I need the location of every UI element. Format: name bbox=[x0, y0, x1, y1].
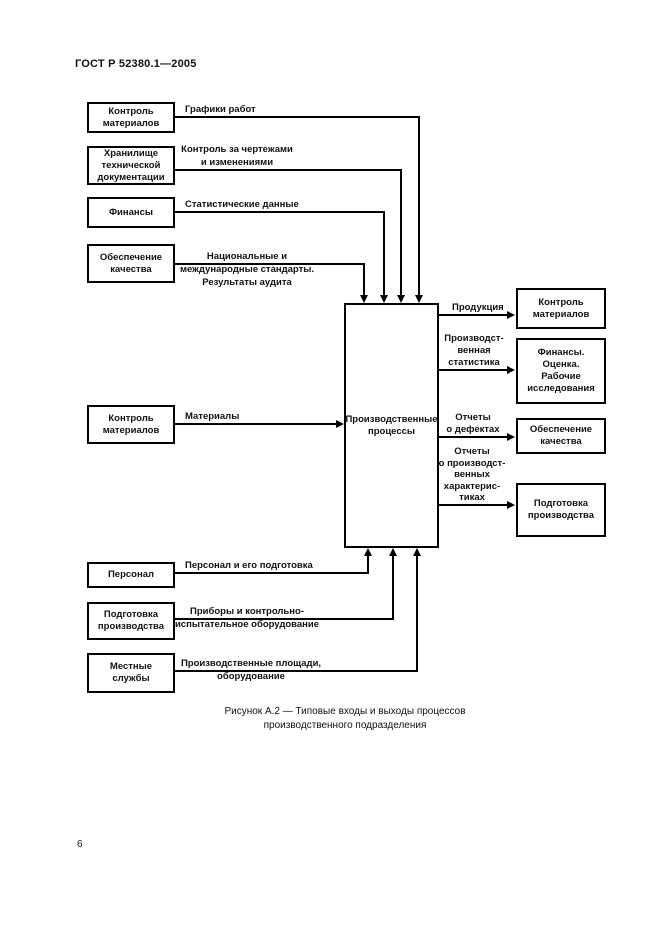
box-label: Подготовка производства bbox=[527, 498, 595, 521]
flow-line bbox=[175, 263, 365, 265]
input-label-drawings-control: Контроль за чертежами и изменениями bbox=[181, 144, 293, 168]
box-label: Финансы bbox=[108, 206, 154, 218]
input-box-quality-assurance: Обеспечение качества bbox=[87, 244, 175, 283]
figure-caption: Рисунок А.2 — Типовые входы и выходы про… bbox=[224, 706, 466, 731]
input-label-test-equipment: Приборы и контрольно- испытательное обор… bbox=[174, 606, 320, 630]
box-label: Контроль материалов bbox=[532, 296, 590, 320]
box-label: Обеспечение качества bbox=[529, 424, 593, 447]
output-box-materials-control: Контроль материалов bbox=[516, 288, 606, 329]
flow-line bbox=[438, 504, 508, 506]
flow-line bbox=[383, 211, 385, 295]
arrowhead-down-icon bbox=[360, 295, 368, 303]
central-process-box: Производственные процессы bbox=[344, 303, 439, 548]
input-box-personnel: Персонал bbox=[87, 562, 175, 588]
flow-line bbox=[175, 211, 385, 213]
input-box-local-services: Местные службы bbox=[87, 653, 175, 693]
flow-line bbox=[175, 169, 402, 171]
arrowhead-up-icon bbox=[389, 548, 397, 556]
output-box-quality-assurance: Обеспечение качества bbox=[516, 418, 606, 454]
output-box-finances-evaluation: Финансы. Оценка. Рабочие исследования bbox=[516, 338, 606, 404]
box-label: Местные службы bbox=[109, 661, 153, 684]
flow-line bbox=[438, 436, 508, 438]
flow-line bbox=[416, 556, 418, 672]
output-box-production-preparation: Подготовка производства bbox=[516, 483, 606, 537]
box-label: Контроль материалов bbox=[102, 105, 160, 129]
flow-line bbox=[175, 670, 418, 672]
arrowhead-right-icon bbox=[507, 366, 515, 374]
arrowhead-up-icon bbox=[413, 548, 421, 556]
arrowhead-up-icon bbox=[364, 548, 372, 556]
arrowhead-right-icon bbox=[336, 420, 344, 428]
input-box-tech-doc-storage: Хранилище технической документации bbox=[87, 146, 175, 185]
output-label-products: Продукция bbox=[452, 302, 504, 313]
box-label: Подготовка производства bbox=[97, 609, 165, 632]
flow-line bbox=[175, 423, 337, 425]
flow-line bbox=[363, 263, 365, 295]
input-box-finances: Финансы bbox=[87, 197, 175, 228]
input-label-materials: Материалы bbox=[185, 411, 240, 422]
flow-line bbox=[175, 572, 369, 574]
flow-line bbox=[438, 314, 508, 316]
arrowhead-down-icon bbox=[415, 295, 423, 303]
output-label-defect-reports: Отчеты о дефектах bbox=[446, 412, 500, 435]
box-label: Хранилище технической документации bbox=[97, 147, 165, 183]
page-number: 6 bbox=[77, 839, 83, 850]
output-label-production-statistics: Производст- венная статистика bbox=[444, 333, 504, 368]
flow-line bbox=[367, 556, 369, 574]
arrowhead-down-icon bbox=[380, 295, 388, 303]
input-box-production-preparation: Подготовка производства bbox=[87, 602, 175, 640]
input-box-materials-control-2: Контроль материалов bbox=[87, 405, 175, 444]
output-label-performance-reports: Отчеты о производст- венных характерис- … bbox=[438, 446, 506, 503]
box-label: Обеспечение качества bbox=[99, 251, 163, 275]
box-label: Контроль материалов bbox=[102, 412, 160, 436]
arrowhead-right-icon bbox=[507, 311, 515, 319]
box-label: Персонал bbox=[107, 569, 155, 580]
input-box-materials-control: Контроль материалов bbox=[87, 102, 175, 133]
flow-line bbox=[418, 116, 420, 295]
input-label-statistical-data: Статистические данные bbox=[185, 199, 299, 210]
arrowhead-down-icon bbox=[397, 295, 405, 303]
input-label-work-schedules: Графики работ bbox=[185, 104, 256, 115]
input-label-standards-audit: Национальные и международные стандарты. … bbox=[179, 251, 314, 288]
arrowhead-right-icon bbox=[507, 433, 515, 441]
box-label: Финансы. Оценка. Рабочие исследования bbox=[527, 347, 595, 394]
input-label-personnel-training: Персонал и его подготовка bbox=[185, 560, 313, 571]
flow-line bbox=[400, 169, 402, 295]
box-label: Производственные процессы bbox=[345, 413, 438, 437]
input-label-production-areas: Производственные площади, оборудование bbox=[180, 658, 322, 682]
flow-line bbox=[392, 556, 394, 620]
standard-number-header: ГОСТ Р 52380.1—2005 bbox=[75, 58, 197, 70]
flow-line bbox=[438, 369, 508, 371]
arrowhead-right-icon bbox=[507, 501, 515, 509]
flow-line bbox=[175, 618, 394, 620]
flow-line bbox=[175, 116, 420, 118]
